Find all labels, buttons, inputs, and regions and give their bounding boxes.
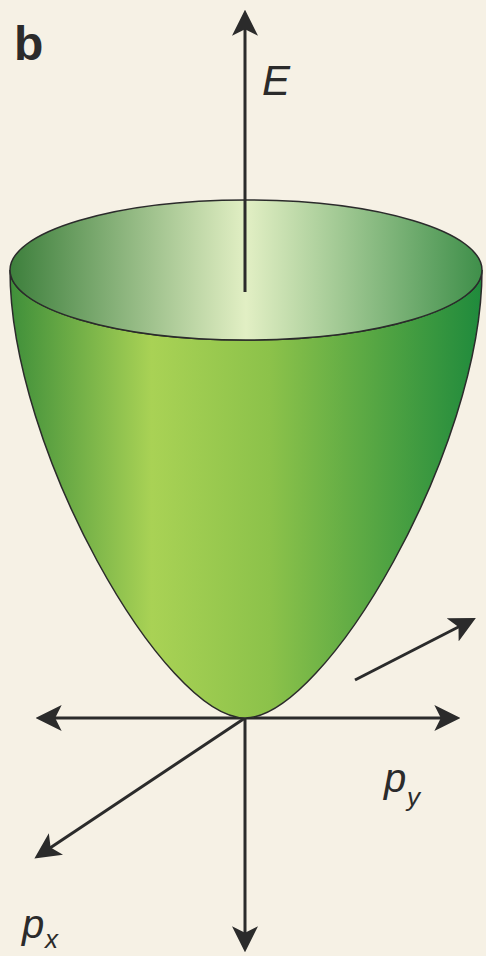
e-axis-up <box>244 14 247 292</box>
py-axis <box>355 620 472 680</box>
axis-label: p <box>384 758 406 798</box>
axis-subscript: y <box>407 784 420 810</box>
panel-letter: b <box>14 20 43 68</box>
px-axis <box>38 718 245 856</box>
horizontal-axis-right <box>245 717 456 720</box>
horizontal-axis-left <box>40 717 245 720</box>
axis-subscript: x <box>45 926 58 952</box>
e-axis-down <box>244 718 247 948</box>
axis-label: E <box>262 60 290 102</box>
axis-label: p <box>22 904 44 944</box>
